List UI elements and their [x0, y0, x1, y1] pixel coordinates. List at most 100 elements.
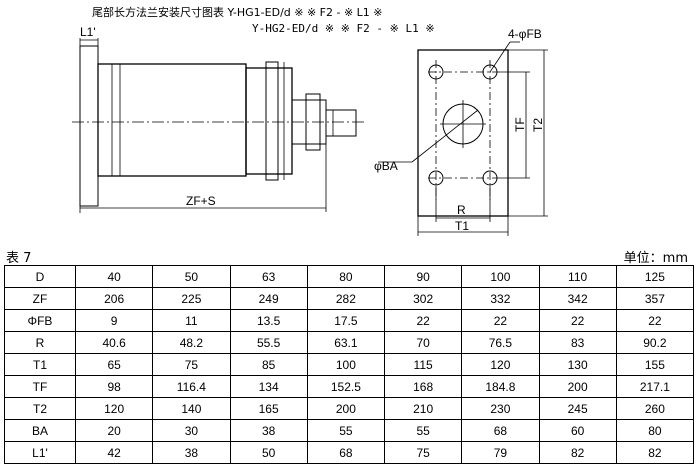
- table-cell: 184.8: [461, 375, 540, 398]
- table-cell: 22: [461, 309, 540, 332]
- table-cell: 65: [74, 353, 154, 376]
- table-cell: 42: [74, 441, 154, 464]
- table-cell: 332: [461, 287, 540, 310]
- table-cell: 168: [383, 375, 463, 398]
- table-cell: 11: [152, 309, 231, 332]
- table-cell: 80: [615, 419, 695, 442]
- label-t1: T1: [455, 219, 469, 233]
- row-label: BA: [4, 419, 76, 442]
- table-cell: 55: [383, 419, 463, 442]
- table-cell: 55.5: [229, 331, 308, 354]
- table-cell: 140: [152, 397, 231, 420]
- table-cell: 68: [306, 441, 386, 464]
- table-cell: 155: [615, 353, 695, 376]
- row-label: T1: [4, 353, 76, 376]
- table-cell: 38: [229, 419, 308, 442]
- table-cell: 75: [383, 441, 463, 464]
- table-cell: 342: [538, 287, 617, 310]
- table-cell: 210: [383, 397, 463, 420]
- table-cell: 48.2: [152, 331, 231, 354]
- table-cell: 20: [74, 419, 154, 442]
- drawing-title-line2: Y-HG2-ED/d ※ ※ F2 - ※ L1 ※: [252, 22, 435, 35]
- table-cell: 63.1: [306, 331, 386, 354]
- table-cell: 22: [383, 309, 463, 332]
- label-r: R: [457, 203, 466, 217]
- row-label: D: [4, 265, 76, 288]
- table-cell: 249: [229, 287, 308, 310]
- table-cell: 302: [383, 287, 463, 310]
- table-cell: 115: [383, 353, 463, 376]
- table-cell: 50: [229, 441, 308, 464]
- table-cell: 98: [74, 375, 154, 398]
- table-cell: 40.6: [74, 331, 154, 354]
- side-view: [72, 38, 366, 213]
- table-cell: 70: [383, 331, 463, 354]
- row-label: ZF: [4, 287, 76, 310]
- label-t2: T2: [531, 118, 545, 132]
- table-cell: 152.5: [306, 375, 386, 398]
- table-cell: 22: [538, 309, 617, 332]
- table-cell: 100: [306, 353, 386, 376]
- table-cell: 130: [538, 353, 617, 376]
- table-cell: 50: [152, 265, 231, 288]
- table-cell: 120: [74, 397, 154, 420]
- table-cell: 63: [229, 265, 308, 288]
- table-cell: 85: [229, 353, 308, 376]
- table-cell: 82: [538, 441, 617, 464]
- table-cell: 80: [306, 265, 386, 288]
- table-cell: 9: [74, 309, 154, 332]
- label-zfs: ZF+S: [186, 194, 216, 208]
- table-cell: 90: [383, 265, 463, 288]
- table-cell: 17.5: [306, 309, 386, 332]
- table-cell: 68: [461, 419, 540, 442]
- table-cell: 40: [74, 265, 154, 288]
- table-cell: 200: [538, 375, 617, 398]
- cylinder-drawing: 尾部长方法兰安装尺寸图表 Y-HG1-ED/d ※ ※ F2 - ※ L1 ※ …: [72, 5, 548, 236]
- table-cell: 200: [306, 397, 386, 420]
- label-tf: TF: [513, 117, 527, 132]
- row-label: T2: [4, 397, 76, 420]
- row-label: R: [4, 331, 76, 354]
- label-l1: L1': [80, 25, 96, 39]
- table-cell: 230: [461, 397, 540, 420]
- end-view: [378, 41, 548, 236]
- table-cell: 13.5: [229, 309, 308, 332]
- table-cell: 30: [152, 419, 231, 442]
- table-cell: 83: [538, 331, 617, 354]
- unit-label: 单位：mm: [623, 251, 688, 266]
- table-cell: 116.4: [152, 375, 231, 398]
- table-cell: 165: [229, 397, 308, 420]
- table-cell: 206: [74, 287, 154, 310]
- table-cell: 76.5: [461, 331, 540, 354]
- table-cell: 125: [615, 265, 695, 288]
- table-cell: 225: [152, 287, 231, 310]
- table-cell: 90.2: [615, 331, 695, 354]
- row-label: L1': [4, 441, 76, 464]
- table-title: 表 7: [6, 251, 32, 266]
- table-cell: 217.1: [615, 375, 695, 398]
- table-cell: 79: [461, 441, 540, 464]
- table-cell: 60: [538, 419, 617, 442]
- table-cell: 55: [306, 419, 386, 442]
- table-cell: 120: [461, 353, 540, 376]
- table-cell: 100: [461, 265, 540, 288]
- table-cell: 357: [615, 287, 695, 310]
- row-label: ΦFB: [4, 309, 76, 332]
- label-fb: 4-φFB: [508, 27, 542, 41]
- drawing-title-line1: 尾部长方法兰安装尺寸图表 Y-HG1-ED/d ※ ※ F2 - ※ L1 ※: [92, 5, 383, 19]
- table-cell: 22: [615, 309, 695, 332]
- table-cell: 260: [615, 397, 695, 420]
- table-cell: 134: [229, 375, 308, 398]
- table-cell: 75: [152, 353, 231, 376]
- row-label: TF: [4, 375, 76, 398]
